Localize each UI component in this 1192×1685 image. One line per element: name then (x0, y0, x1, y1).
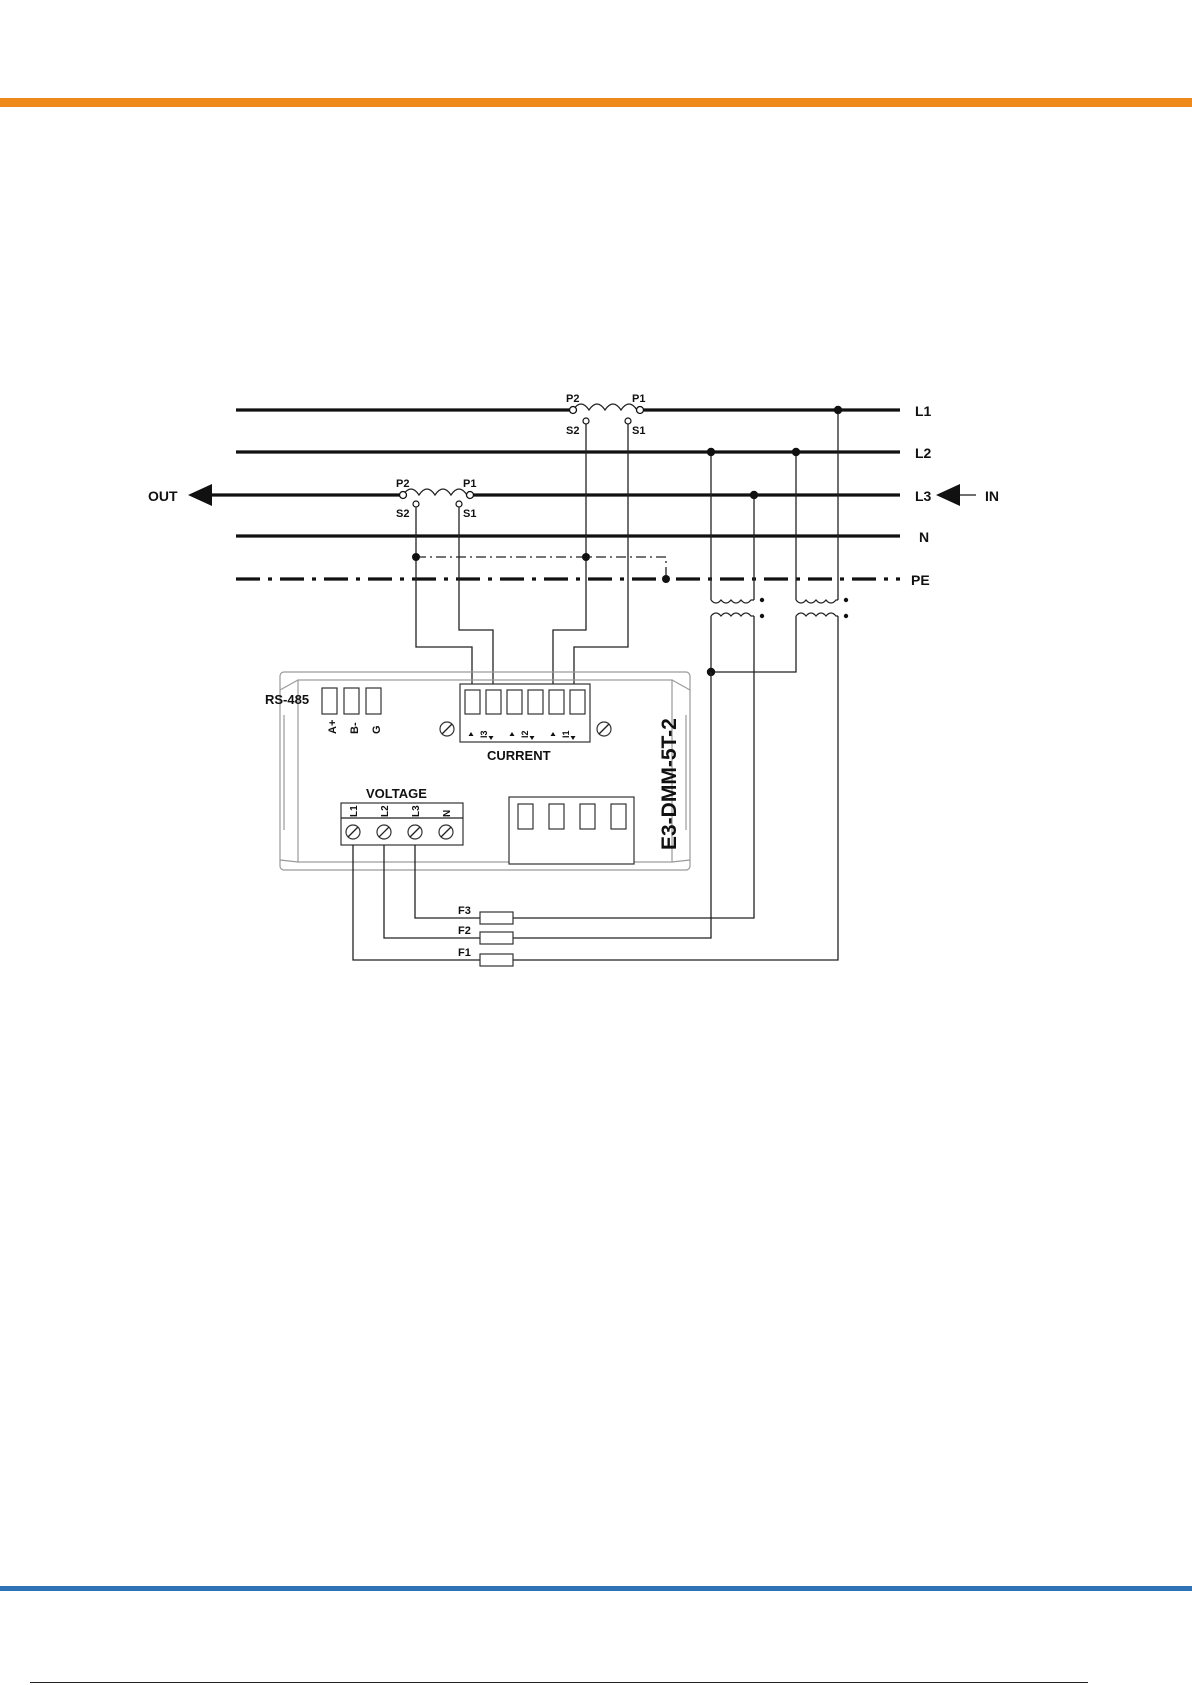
current-label: CURRENT (487, 748, 551, 763)
voltage-l1-label: L1 (349, 805, 360, 817)
rs485-terminal-b (344, 688, 359, 714)
power-slot-1 (518, 804, 533, 829)
vt-left-dot-1 (760, 598, 764, 602)
ct-secondary-wiring (412, 424, 670, 690)
voltage-label: VOLTAGE (366, 786, 427, 801)
rs485-label: RS-485 (265, 692, 309, 707)
current-slot-1 (465, 690, 480, 714)
rs485-g-label: G (371, 725, 383, 734)
node-l2-b (792, 448, 800, 456)
in-arrow-icon (936, 484, 960, 506)
ct-l3-p1-label: P1 (463, 478, 476, 490)
vt-left-primary-coil (711, 600, 754, 603)
voltage-n-label: N (442, 810, 453, 817)
ct-l1-s2-label: S2 (566, 425, 579, 437)
vt-left-out-wire (513, 616, 754, 918)
l3-label: L3 (915, 488, 932, 504)
l1-label: L1 (915, 403, 932, 419)
ct-l3-p2-label: P2 (396, 478, 409, 490)
vt-left-secondary-coil (711, 613, 754, 616)
rs485-terminal-g (366, 688, 381, 714)
ct-l3-p2-terminal (400, 492, 407, 499)
pe-bond-node-1 (412, 553, 420, 561)
vt-right-dot-2 (844, 614, 848, 618)
current-i3-label: I3 (479, 730, 489, 738)
power-slot-2 (549, 804, 564, 829)
current-slot-6 (570, 690, 585, 714)
l2-label: L2 (915, 445, 932, 461)
in-label: IN (985, 488, 999, 504)
pe-label: PE (911, 572, 930, 588)
voltage-l2-label: L2 (380, 805, 391, 817)
ct-l3: P2 P1 S2 S1 (396, 478, 476, 520)
ct-l3-s1-label: S1 (463, 508, 476, 520)
ct-l3-coil (403, 489, 470, 495)
current-slot-5 (549, 690, 564, 714)
ct-l1: P2 P1 S2 S1 (566, 393, 645, 437)
ct-l3-p1-terminal (467, 492, 474, 499)
out-label: OUT (148, 488, 178, 504)
pe-bond-node-3 (662, 575, 670, 583)
ct-l1-s1-terminal (625, 418, 631, 424)
fuse-f2 (480, 932, 513, 944)
meter: E3-DMM-5T-2 RS-485 A+ B- G I3 I2 I1 CURR… (265, 672, 690, 870)
busbars (212, 410, 900, 579)
fuse-f3 (480, 912, 513, 924)
ct-l1-s2-terminal (583, 418, 589, 424)
vt-right-primary-coil (796, 600, 838, 603)
node-l1 (834, 406, 842, 414)
ct-l1-s1-label: S1 (632, 425, 645, 437)
ct-l1-p1-terminal (637, 407, 644, 414)
ct-l1-p2-label: P2 (566, 393, 579, 405)
ct-l1-p1-label: P1 (632, 393, 645, 405)
voltage-wiring: F3 F2 F1 (353, 845, 513, 966)
meter-model-label: E3-DMM-5T-2 (658, 718, 681, 850)
fuse-f1-label: F1 (458, 947, 471, 959)
ct-l3-s2-terminal (413, 501, 419, 507)
rs485-a-label: A+ (327, 720, 339, 734)
fuse-f1 (480, 954, 513, 966)
fuse-f3-label: F3 (458, 905, 471, 917)
rs485-b-label: B- (349, 722, 361, 734)
current-i1-label: I1 (561, 730, 571, 738)
ct-l3-s1-terminal (456, 501, 462, 507)
power-slot-3 (580, 804, 595, 829)
node-l2-a (707, 448, 715, 456)
current-i2-label: I2 (520, 730, 530, 738)
node-l3 (750, 491, 758, 499)
out-arrow-icon (188, 484, 212, 506)
rs485-terminal-a (322, 688, 337, 714)
current-slot-2 (486, 690, 501, 714)
n-label: N (919, 529, 929, 545)
ct-l3-s2-label: S2 (396, 508, 409, 520)
voltage-transformers (513, 406, 848, 960)
pe-bond-node-2 (582, 553, 590, 561)
current-slot-3 (507, 690, 522, 714)
current-slot-4 (528, 690, 543, 714)
vt-right-secondary-coil (796, 613, 838, 616)
ct-l1-coil (573, 404, 640, 410)
ct-l1-p2-terminal (570, 407, 577, 414)
fuse-f2-label: F2 (458, 925, 471, 937)
vt-right-dot-1 (844, 598, 848, 602)
vt-left-dot-2 (760, 614, 764, 618)
voltage-l3-label: L3 (411, 805, 422, 817)
power-slot-4 (611, 804, 626, 829)
